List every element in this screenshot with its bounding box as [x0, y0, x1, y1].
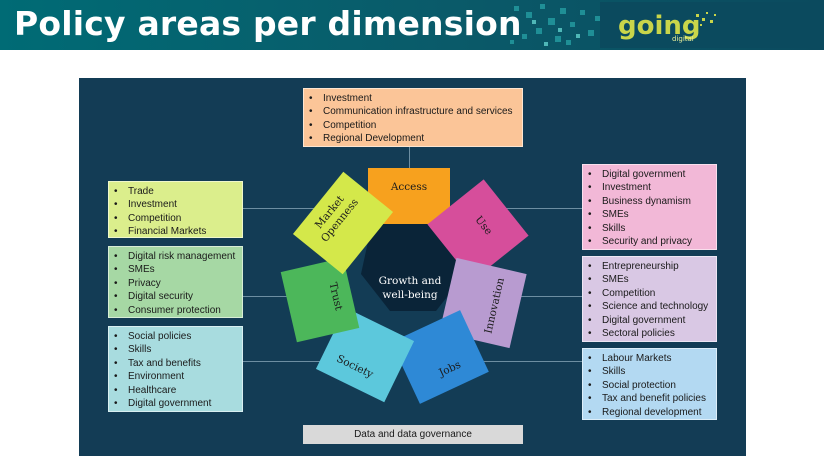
list-item: Privacy [114, 277, 238, 291]
connector-use [500, 208, 582, 209]
list-item: Digital risk management [114, 250, 238, 264]
list-item: Digital security [114, 290, 238, 304]
header-bar: Policy areas per dimension going digital [0, 0, 824, 50]
list-innovation: Entrepreneurship SMEs Competition Scienc… [582, 256, 717, 342]
list-item: Regional Development [309, 132, 518, 146]
connector-market [243, 208, 335, 209]
list-item: Consumer protection [114, 304, 238, 318]
list-item: Entrepreneurship [588, 260, 712, 274]
connector-jobs [470, 361, 582, 362]
pixel-decoration [510, 4, 600, 46]
list-item: Digital government [114, 397, 238, 411]
list-item: Social policies [114, 330, 238, 344]
list-item: SMEs [588, 208, 712, 222]
list-item: Healthcare [114, 384, 238, 398]
connector-trust [243, 296, 303, 297]
list-item: Skills [588, 222, 712, 236]
list-jobs: Labour Markets Skills Social protection … [582, 348, 717, 420]
list-item: Competition [588, 287, 712, 301]
list-item: Digital government [588, 168, 712, 182]
data-governance-bar: Data and data governance [303, 425, 523, 444]
list-item: Trade [114, 185, 238, 199]
list-use: Digital government Investment Business d… [582, 164, 717, 250]
list-item: Tax and benefit policies [588, 392, 712, 406]
list-item: Labour Markets [588, 352, 712, 366]
list-society: Social policies Skills Tax and benefits … [108, 326, 243, 412]
going-digital-logo: going digital [600, 2, 822, 48]
list-item: Skills [588, 365, 712, 379]
list-trust: Digital risk management SMEs Privacy Dig… [108, 246, 243, 318]
list-item: Security and privacy [588, 235, 712, 249]
list-item: Investment [114, 198, 238, 212]
logo-sub-text: digital [672, 35, 694, 43]
list-item: Regional development [588, 406, 712, 420]
list-access: Investment Communication infrastructure … [303, 88, 523, 147]
list-item: Business dynamism [588, 195, 712, 209]
list-item: Investment [309, 92, 518, 106]
connector-access [409, 147, 410, 169]
list-item: SMEs [588, 273, 712, 287]
list-item: Financial Markets [114, 225, 238, 239]
list-item: Social protection [588, 379, 712, 393]
list-item: Skills [114, 343, 238, 357]
list-item: Investment [588, 181, 712, 195]
connector-society [243, 361, 343, 362]
list-item: Sectoral policies [588, 327, 712, 341]
list-item: Competition [309, 119, 518, 133]
list-item: Tax and benefits [114, 357, 238, 371]
list-item: Competition [114, 212, 238, 226]
list-market-openness: Trade Investment Competition Financial M… [108, 181, 243, 239]
list-item: SMEs [114, 263, 238, 277]
page-title: Policy areas per dimension [14, 4, 522, 43]
list-item: Communication infrastructure and service… [309, 105, 518, 119]
list-item: Digital government [588, 314, 712, 328]
connector-innovation [520, 296, 582, 297]
list-item: Environment [114, 370, 238, 384]
logo-main-text: going [618, 11, 701, 41]
list-item: Science and technology [588, 300, 712, 314]
